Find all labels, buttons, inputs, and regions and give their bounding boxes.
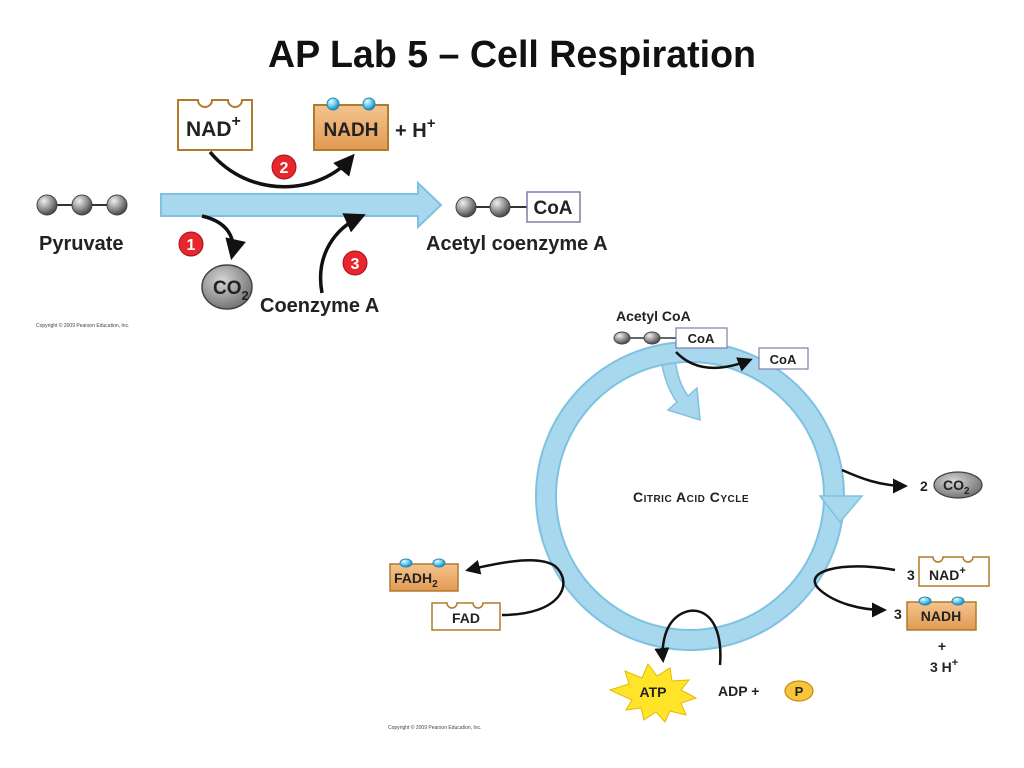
fadh2-sub: 2 (432, 579, 438, 590)
step-2-badge: 2 (271, 154, 297, 180)
pyruvate-molecule-icon (36, 194, 128, 216)
cycle-co2-label: CO (943, 477, 964, 493)
co2-sub: 2 (242, 288, 249, 303)
coa-released-box (758, 347, 809, 370)
svg-text:NAD+: NAD+ (186, 113, 241, 141)
coa-release-arrow (675, 351, 753, 372)
cycle-nad-box: NAD+ (918, 556, 990, 587)
nadh-label: NADH (324, 120, 379, 141)
cycle-nadh-label: NADH (921, 608, 961, 624)
nad-plus-box: NAD+ (177, 99, 253, 151)
cycle-nad-label: NAD (929, 567, 959, 583)
phosphate-label: P (795, 684, 804, 699)
co2-molecule-icon: CO2 (201, 264, 253, 310)
cycle-plus: + (938, 638, 946, 654)
h-plus-label: + H (395, 120, 427, 142)
pyruvate-label: Pyruvate (39, 233, 124, 255)
svg-text:3 H+: 3 H+ (930, 657, 958, 675)
coenzyme-a-label: Coenzyme A (260, 295, 379, 317)
cycle-direction-arrowhead (818, 495, 864, 524)
decarboxylation-arrow (201, 214, 246, 261)
co2-release-arrow (841, 468, 908, 494)
cycle-nad-sup: + (959, 565, 965, 577)
top-copyright: Copyright © 2009 Pearson Education, Inc. (36, 322, 129, 329)
svg-text:2: 2 (280, 160, 289, 177)
fad-box: FAD (431, 602, 501, 631)
adp-to-atp-arrow (654, 609, 722, 666)
svg-text:CO2: CO2 (943, 477, 970, 497)
nad-to-nadh-arrow (813, 565, 896, 618)
atp-label: ATP (640, 684, 667, 700)
nadh-box: NADH (313, 97, 389, 151)
acetyl-coa-molecule-icon: CoA (455, 191, 581, 223)
cycle-h-sup: + (952, 657, 958, 669)
co2-count: 2 (920, 478, 928, 494)
fadh2-label: FADH (394, 570, 432, 586)
cycle-acetyl-coa-label: Acetyl CoA (616, 308, 691, 324)
cycle-nadh-box: NADH (906, 596, 977, 631)
nad-sup: + (232, 113, 241, 130)
coenzyme-a-arrow (318, 213, 366, 294)
nad-label: NAD (186, 118, 232, 141)
atp-star-icon: ATP (608, 663, 698, 723)
step-3-badge: 3 (342, 250, 368, 276)
pyruvate-oxidation-panel: Pyruvate NAD+ NADH + H+ 2 (36, 97, 608, 329)
coa-released-label: CoA (770, 352, 797, 367)
main-conversion-arrow (160, 180, 443, 230)
fad-to-fadh2-arrow (465, 558, 565, 617)
cycle-acetyl-coa-molecule-icon: CoA (613, 327, 728, 349)
cycle-label: Citric Acid Cycle (633, 489, 749, 505)
svg-text:FADH2: FADH2 (394, 570, 438, 590)
svg-text:3: 3 (351, 256, 360, 273)
nadh-count: 3 (894, 606, 902, 622)
acetyl-coa-entry-arrow (659, 349, 701, 422)
cycle-copyright: Copyright © 2009 Pearson Education, Inc. (388, 724, 481, 731)
coa-label: CoA (533, 198, 572, 219)
co2-label: CO (213, 278, 242, 299)
acetyl-coenzyme-a-label: Acetyl coenzyme A (426, 233, 608, 255)
adp-label: ADP + (718, 683, 759, 699)
page-title: AP Lab 5 – Cell Respiration (268, 34, 756, 76)
cycle-co2-icon: CO2 (933, 471, 983, 499)
cycle-h-count: 3 H (930, 659, 952, 675)
svg-text:1: 1 (187, 237, 196, 254)
step-1-badge: 1 (178, 231, 204, 257)
nad-count: 3 (907, 567, 915, 583)
svg-text:+ H+: + H+ (395, 115, 436, 142)
cycle-co2-sub: 2 (964, 486, 970, 497)
h-plus-sup: + (427, 115, 436, 132)
fad-label: FAD (452, 610, 480, 626)
citric-acid-cycle-panel: Citric Acid Cycle Acetyl CoA CoA CoA 2 C… (388, 308, 990, 731)
cycle-coa-label: CoA (688, 331, 715, 346)
fadh2-box: FADH2 (389, 558, 459, 592)
nad-reduction-arrow (208, 150, 355, 189)
svg-text:NAD+: NAD+ (929, 565, 966, 583)
phosphate-icon: P (784, 680, 814, 702)
svg-text:CO2: CO2 (213, 278, 249, 303)
